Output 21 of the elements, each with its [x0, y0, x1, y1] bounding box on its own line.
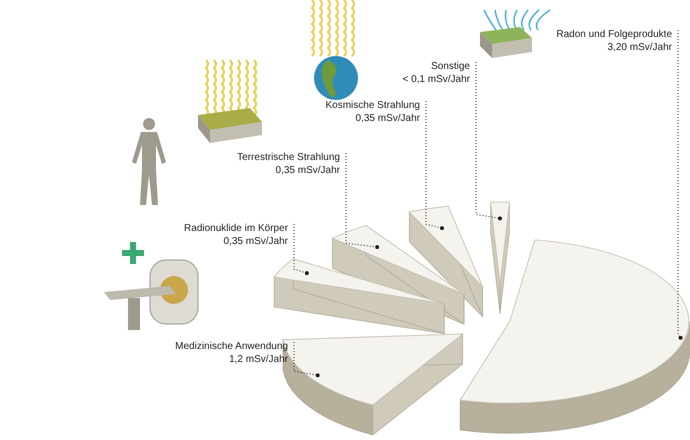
- value-label: 3,20 mSv/Jahr: [606, 41, 672, 54]
- leader-line: [678, 30, 683, 340]
- leader-line: [346, 152, 380, 250]
- value-label: < 0,1 mSv/Jahr: [402, 73, 470, 86]
- category-label: Kosmische Strahlung: [326, 99, 420, 112]
- pie-slice: [274, 258, 445, 334]
- value-label: 1,2 mSv/Jahr: [228, 353, 288, 366]
- pie-slice: [490, 202, 510, 314]
- leader-line: [294, 224, 309, 276]
- category-label: Terrestrische Strahlung: [237, 151, 340, 164]
- leader-line: [426, 100, 444, 230]
- leader-line: [294, 342, 320, 378]
- value-label: 0,35 mSv/Jahr: [354, 112, 420, 125]
- pie-slice: [460, 240, 690, 434]
- value-label: 0,35 mSv/Jahr: [274, 164, 340, 177]
- leader-line: [476, 62, 502, 220]
- category-label: Sonstige: [430, 60, 470, 73]
- category-label: Radon und Folgeprodukte: [556, 28, 672, 41]
- value-label: 0,35 mSv/Jahr: [222, 235, 288, 248]
- category-label: Radionuklide im Körper: [184, 222, 288, 235]
- category-label: Medizinische Anwendung: [175, 340, 288, 353]
